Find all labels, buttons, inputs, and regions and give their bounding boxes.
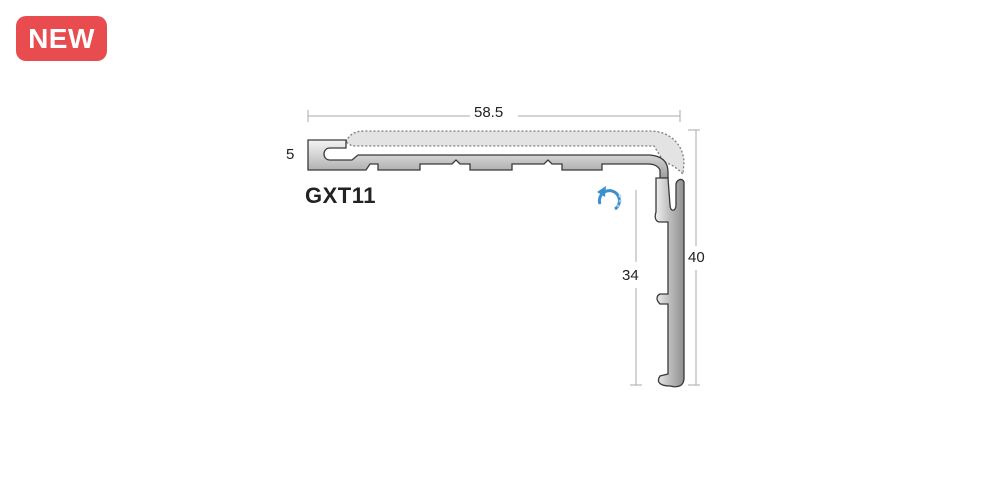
dimension-top-width: 58.5 [474,104,504,121]
rotate-icon [597,186,622,211]
rubber-insert [345,130,685,176]
dimension-outer-leg: 40 [688,249,705,266]
dimension-lines [307,110,700,386]
profile-leg [654,177,685,388]
profile-tread [307,139,669,179]
dimension-inner-leg: 34 [622,267,639,284]
model-label: GXT11 [305,183,376,208]
new-badge: NEW [16,16,107,61]
dimension-left-height: 5 [286,146,295,163]
